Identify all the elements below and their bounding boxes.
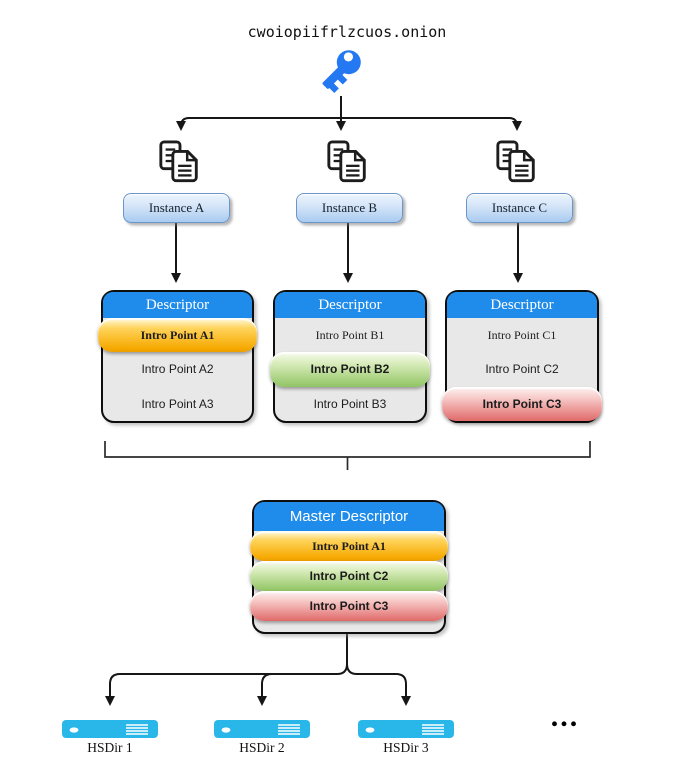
intro-point-b2: Intro Point B2 — [270, 352, 430, 387]
copy-documents-icon — [496, 140, 535, 183]
intro-point-a2: Intro Point A2 — [141, 362, 214, 377]
hsdir-2-label: HSDir 2 — [239, 740, 285, 755]
server-icon — [214, 720, 310, 738]
descriptor-c-header: Descriptor — [447, 292, 597, 318]
descriptor-a-header: Descriptor — [103, 292, 252, 318]
key-icon — [322, 50, 361, 93]
instance-a-label: Instance A — [148, 200, 205, 215]
instance-a-node: Instance A — [123, 193, 230, 223]
instance-b-label: Instance B — [321, 200, 378, 215]
descriptor-c-box: Descriptor Intro Point C1 Intro Point C2… — [442, 290, 602, 423]
intro-point-b3: Intro Point B3 — [313, 396, 387, 411]
master-intro-point-a1: Intro Point A1 — [250, 531, 448, 561]
onion-address-title: cwoiopiifrlzcuos.onion — [247, 23, 447, 41]
intro-point-a3: Intro Point A3 — [141, 396, 214, 411]
server-icon — [62, 720, 158, 738]
master-intro-point-c2: Intro Point C2 — [250, 561, 448, 591]
instance-c-label: Instance C — [491, 200, 548, 215]
intro-point-c1: Intro Point C1 — [487, 327, 557, 342]
descriptor-a-box: Descriptor Intro Point A1 Intro Point A2… — [98, 290, 257, 423]
intro-point-c3: Intro Point C3 — [442, 386, 602, 421]
descriptor-b-header: Descriptor — [275, 292, 425, 318]
intro-point-a1: Intro Point A1 — [98, 318, 257, 353]
master-descriptor-header: Master Descriptor — [254, 502, 444, 531]
hsdir-3-label: HSDir 3 — [383, 740, 429, 755]
hsdir-1-label: HSDir 1 — [87, 740, 133, 755]
server-icon — [358, 720, 454, 738]
master-intro-point-c3: Intro Point C3 — [250, 591, 448, 621]
more-hsdirs-ellipsis: ... — [550, 700, 580, 733]
master-descriptor-box: Master Descriptor Intro Point A1 Intro P… — [250, 500, 448, 634]
copy-documents-icon — [159, 140, 198, 183]
intro-point-b1: Intro Point B1 — [315, 327, 385, 342]
bracket — [104, 441, 591, 470]
copy-documents-icon — [327, 140, 366, 183]
intro-point-c2: Intro Point C2 — [485, 362, 559, 377]
instance-b-node: Instance B — [296, 193, 403, 223]
descriptor-b-box: Descriptor Intro Point B1 Intro Point B2… — [270, 290, 430, 423]
instance-c-node: Instance C — [466, 193, 573, 223]
